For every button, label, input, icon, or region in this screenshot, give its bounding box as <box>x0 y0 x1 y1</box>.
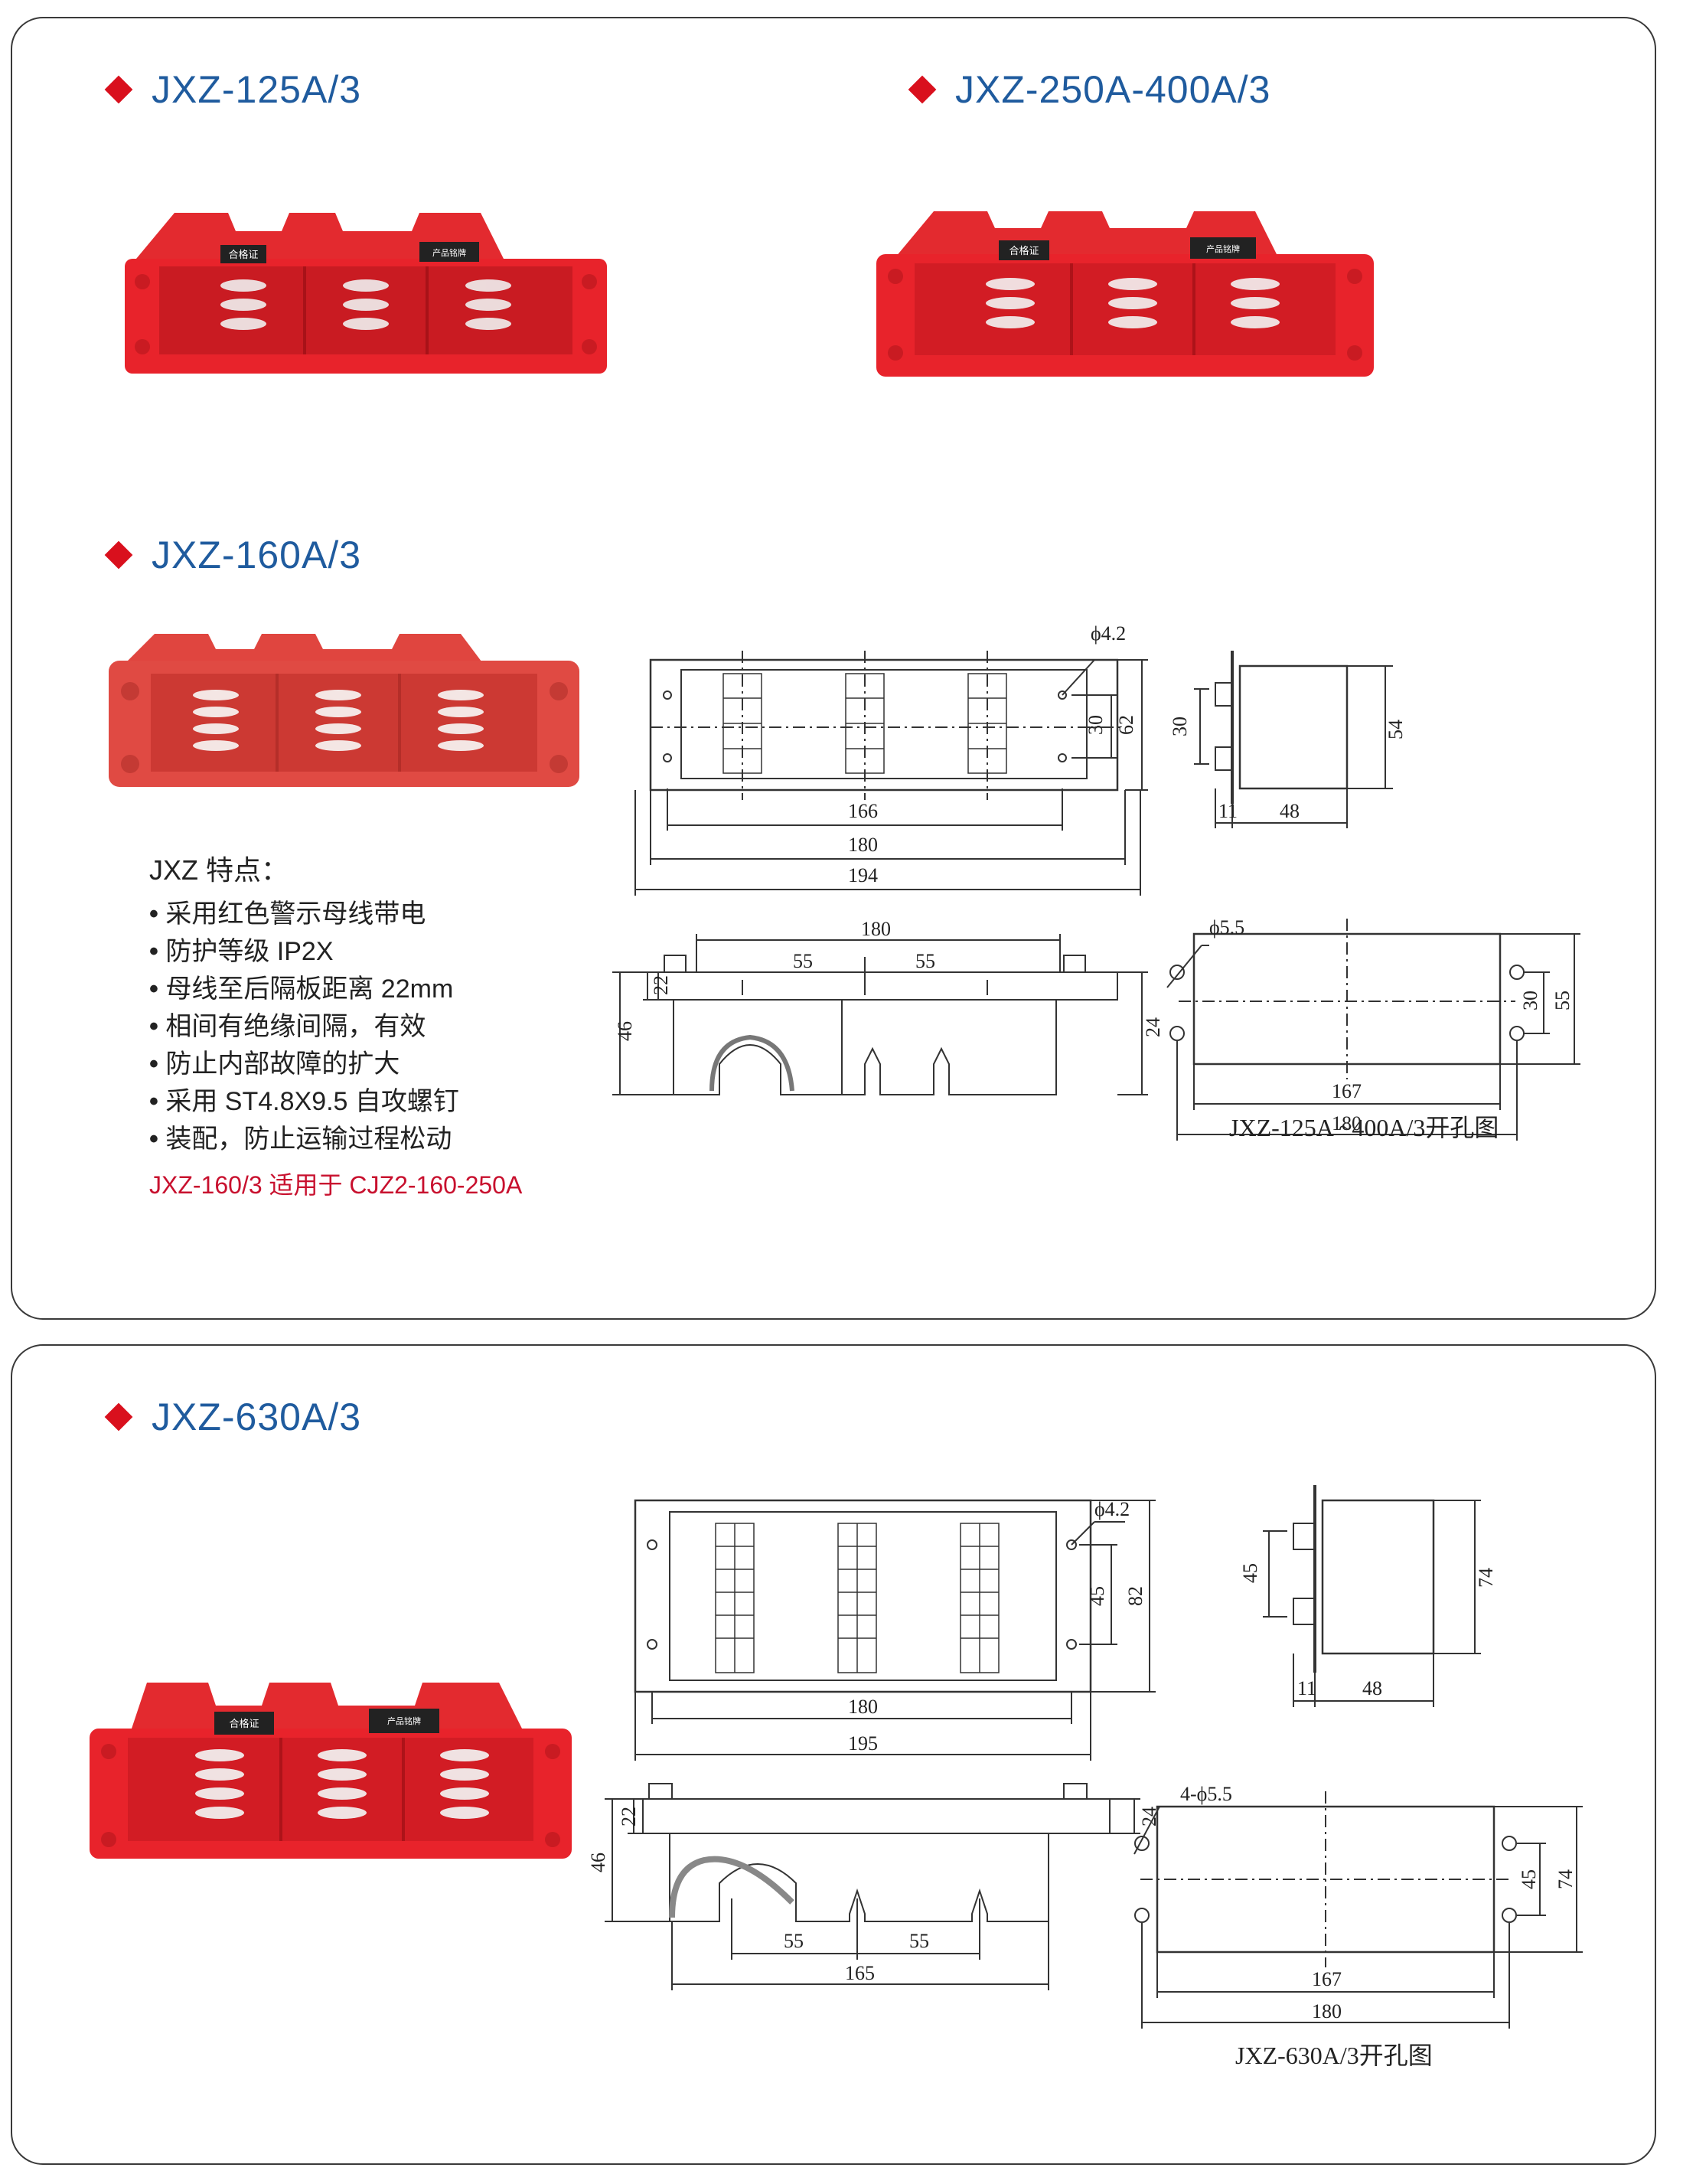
dim-hole: ϕ4.2 <box>1091 622 1126 645</box>
feature-item: 防护等级 IP2X <box>149 933 685 971</box>
dim-cut-167: 167 <box>1332 1080 1362 1102</box>
dim-front-24: 24 <box>1142 1017 1164 1037</box>
dim-front-46: 46 <box>589 1853 609 1872</box>
dim-45: 45 <box>1086 1586 1108 1606</box>
feature-item: 采用 ST4.8X9.5 自攻螺钉 <box>149 1083 685 1121</box>
plate-label: 产品铭牌 <box>387 1716 421 1726</box>
heading-jxz-630: JXZ-630A/3 <box>104 1395 362 1439</box>
dim-front-55b: 55 <box>915 950 935 972</box>
heading-text: JXZ-630A/3 <box>152 1396 362 1438</box>
plate-label: 产品铭牌 <box>432 247 466 258</box>
dim-side-74: 74 <box>1475 1568 1497 1588</box>
dim-180: 180 <box>848 834 878 856</box>
plate-label: 合格证 <box>228 249 258 260</box>
heading-text: JXZ-160A/3 <box>152 534 362 576</box>
dim-180: 180 <box>848 1696 878 1718</box>
diamond-bullet-icon <box>908 75 937 104</box>
dim-side-11: 11 <box>1297 1677 1316 1699</box>
dim-front-55b: 55 <box>909 1930 929 1952</box>
technical-drawing-630: ϕ4.2 45 82 180 195 45 74 11 48 22 46 24 … <box>589 1485 1583 2029</box>
dim-front-22: 22 <box>618 1807 640 1827</box>
features-list: 采用红色警示母线带电 防护等级 IP2X 母线至后隔板距离 22mm 相间有绝缘… <box>149 896 685 1158</box>
feature-item: 母线至后隔板距离 22mm <box>149 971 685 1008</box>
product-image-jxz-125: 合格证 产品铭牌 <box>125 213 607 374</box>
features-block: JXZ 特点： 采用红色警示母线带电 防护等级 IP2X 母线至后隔板距离 22… <box>149 848 685 1201</box>
heading-jxz-125: JXZ-125A/3 <box>104 67 362 112</box>
diamond-bullet-icon <box>104 1402 133 1432</box>
dim-side-11: 11 <box>1218 800 1238 822</box>
dim-front-180: 180 <box>861 918 891 940</box>
dim-hole: ϕ4.2 <box>1094 1498 1130 1520</box>
product-image-jxz-160 <box>109 634 579 787</box>
dim-front-46: 46 <box>614 1021 636 1041</box>
plate-label: 产品铭牌 <box>1206 243 1240 254</box>
heading-text: JXZ-250A-400A/3 <box>955 68 1271 111</box>
dim-82: 82 <box>1124 1586 1146 1606</box>
dim-cut-30: 30 <box>1519 991 1541 1010</box>
dim-cut-55: 55 <box>1551 991 1574 1010</box>
dim-side-45: 45 <box>1239 1563 1261 1583</box>
dim-cut-hole: 4-ϕ5.5 <box>1180 1783 1232 1805</box>
plate-label: 合格证 <box>1009 245 1039 256</box>
features-title: JXZ 特点： <box>149 854 289 886</box>
dim-side-48: 48 <box>1280 800 1300 822</box>
dim-side-54: 54 <box>1385 720 1407 739</box>
feature-item: 采用红色警示母线带电 <box>149 896 685 933</box>
heading-jxz-250-400: JXZ-250A-400A/3 <box>908 67 1271 112</box>
dim-side-30: 30 <box>1169 717 1191 736</box>
diamond-bullet-icon <box>104 540 133 570</box>
dim-194: 194 <box>848 864 878 886</box>
product-image-jxz-630: 合格证 产品铭牌 <box>90 1683 572 1859</box>
dim-cut-167: 167 <box>1312 1968 1342 1990</box>
dim-195: 195 <box>848 1732 878 1755</box>
diamond-bullet-icon <box>104 75 133 104</box>
feature-item: 装配，防止运输过程松动 <box>149 1121 685 1158</box>
dim-front-55a: 55 <box>793 950 813 972</box>
compatibility-note: JXZ-160/3 适用于 CJZ2-160-250A <box>149 1171 523 1199</box>
dim-front-55a: 55 <box>784 1930 804 1952</box>
dim-cut-180: 180 <box>1312 2000 1342 2022</box>
feature-item: 相间有绝缘间隔，有效 <box>149 1008 685 1046</box>
dim-cut-hole: ϕ5.5 <box>1209 916 1244 939</box>
drawing-caption-630: JXZ-630A/3开孔图 <box>1235 2042 1433 2069</box>
feature-item: 防止内部故障的扩大 <box>149 1046 685 1083</box>
dim-cut-45: 45 <box>1518 1869 1540 1889</box>
dim-cut-74: 74 <box>1554 1869 1577 1889</box>
dim-30: 30 <box>1084 715 1107 735</box>
dim-side-48: 48 <box>1362 1677 1382 1699</box>
technical-drawing-125-400: ϕ4.2 30 62 166 180 194 30 54 11 48 180 5… <box>612 622 1580 1141</box>
dim-front-22: 22 <box>650 975 672 995</box>
dim-front-165: 165 <box>845 1962 875 1984</box>
dim-62: 62 <box>1115 715 1137 735</box>
dim-166: 166 <box>848 800 878 822</box>
plate-label: 合格证 <box>229 1718 259 1729</box>
drawing-caption-125-400: JXZ-125A ~400A/3开孔图 <box>1229 1114 1499 1141</box>
heading-jxz-160: JXZ-160A/3 <box>104 533 362 577</box>
dim-cut-180: 180 <box>1332 1112 1362 1134</box>
product-image-jxz-250-400: 合格证 产品铭牌 <box>876 211 1374 377</box>
heading-text: JXZ-125A/3 <box>152 68 362 111</box>
